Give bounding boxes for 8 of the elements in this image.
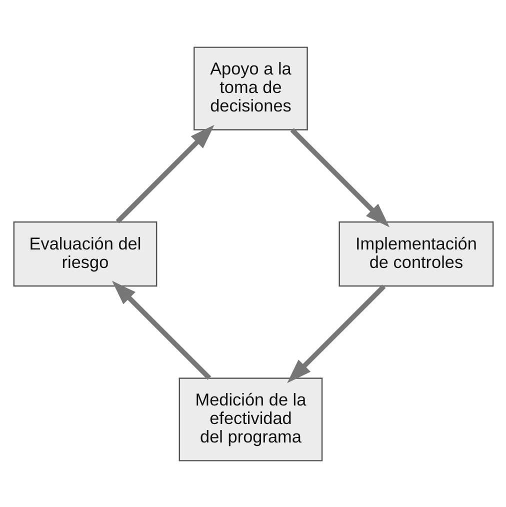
node-box: Apoyo a la toma de decisiones: [193, 46, 308, 130]
arrow: [286, 284, 386, 383]
arrow: [290, 128, 389, 227]
node-box: Medición de la efectividad del programa: [178, 377, 322, 461]
arrow: [111, 280, 211, 380]
node-box: Evaluación del riesgo: [12, 220, 157, 286]
node-box: Implementación de controles: [338, 220, 494, 286]
arrow: [115, 124, 214, 223]
